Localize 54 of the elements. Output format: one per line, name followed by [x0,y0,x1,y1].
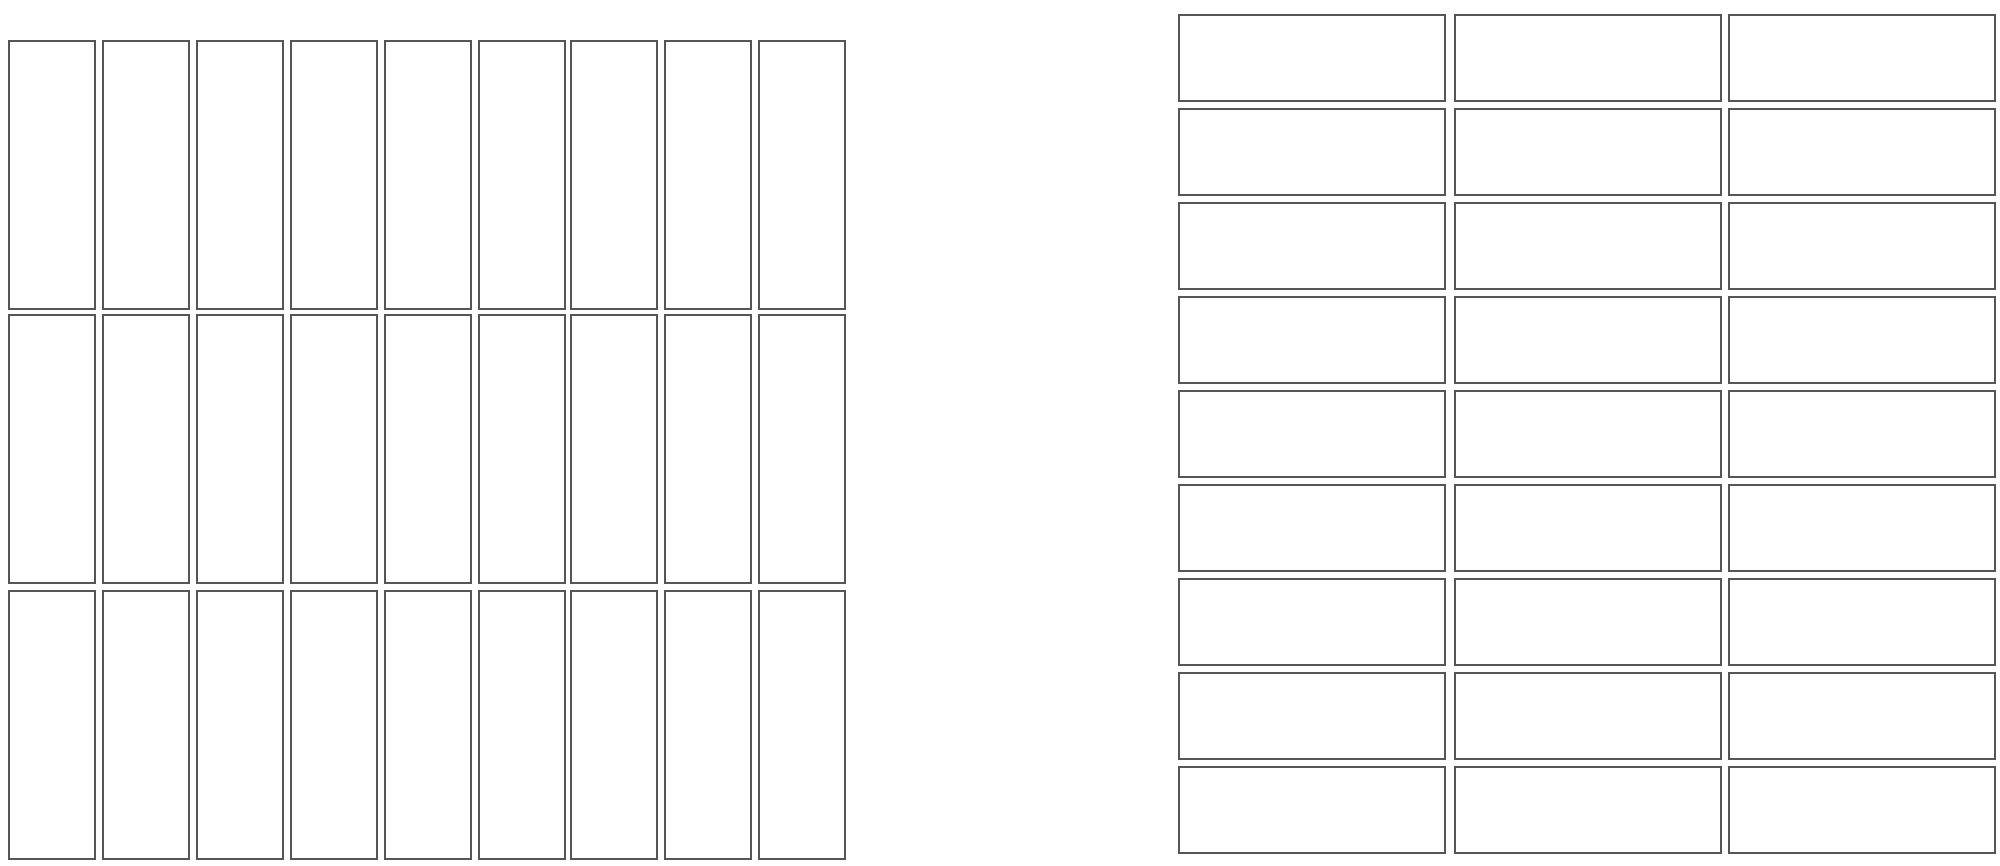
empty-rectangle [477,589,565,860]
empty-rectangle [1178,484,1446,572]
empty-rectangle [1728,296,1996,384]
empty-rectangle [664,589,753,860]
empty-rectangle [1453,108,1721,196]
empty-rectangle [477,40,565,310]
empty-rectangle [664,40,753,310]
empty-rectangle [8,314,96,585]
empty-rectangle [8,589,96,860]
empty-rectangle [289,589,378,860]
empty-rectangle [1728,390,1996,478]
empty-rectangle [1178,766,1446,854]
empty-rectangle [1453,766,1721,854]
empty-rectangle [758,40,847,310]
empty-rectangle [1728,484,1996,572]
empty-rectangle [1453,672,1721,760]
empty-rectangle [101,589,190,860]
empty-rectangle [383,314,472,585]
empty-rectangle [195,589,284,860]
empty-rectangle [1178,296,1446,384]
empty-rectangle [383,40,472,310]
empty-rectangle [1728,766,1996,854]
empty-rectangle [1178,390,1446,478]
empty-rectangle [101,40,190,310]
empty-rectangle [477,314,565,585]
empty-rectangle [664,314,753,585]
empty-rectangle [1453,296,1721,384]
empty-rectangle [1453,14,1721,102]
empty-rectangle [1453,484,1721,572]
empty-rectangle [570,589,659,860]
empty-rectangle [383,589,472,860]
empty-rectangle [758,589,847,860]
empty-rectangle [1728,14,1996,102]
empty-rectangle [1178,672,1446,760]
empty-rectangle [1728,672,1996,760]
empty-rectangle [289,40,378,310]
empty-rectangle [195,314,284,585]
empty-rectangle [289,314,378,585]
empty-rectangle [1453,578,1721,666]
empty-rectangle [8,40,96,310]
empty-rectangle [195,40,284,310]
empty-rectangle [1178,578,1446,666]
empty-rectangle [1178,14,1446,102]
empty-rectangle [758,314,847,585]
empty-rectangle [1178,202,1446,290]
empty-rectangle [1453,390,1721,478]
empty-rectangle [1178,108,1446,196]
empty-rectangle [1728,108,1996,196]
empty-rectangle [1453,202,1721,290]
empty-rectangle [1728,202,1996,290]
empty-rectangle [1728,578,1996,666]
empty-rectangle [570,40,659,310]
empty-rectangle [101,314,190,585]
empty-rectangle [570,314,659,585]
